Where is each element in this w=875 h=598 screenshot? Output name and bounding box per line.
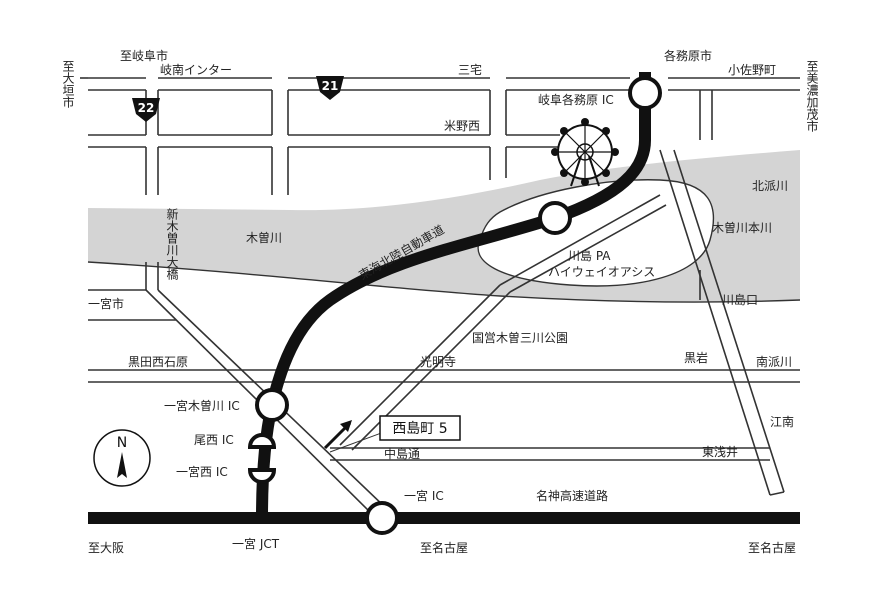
label-nakajima-dori: 中島通 (384, 446, 420, 461)
label-kawashima-pa-2: ハイウェイオアシス (548, 265, 655, 279)
label-kakamigahara-city: 各務原市 (664, 48, 712, 63)
label-bisai-ic: 尾西 IC (194, 433, 234, 447)
ferris-wheel-icon (551, 118, 619, 187)
label-ichinomiya-ic: 一宮 IC (404, 488, 444, 503)
label-kawashima-pa-1: 川島 PA (568, 248, 611, 263)
river-bank (87, 261, 801, 303)
label-ichinomiya-kisogawa-ic: 一宮木曽川 IC (164, 398, 240, 413)
label-to-gifu-city: 至岐阜市 (120, 48, 168, 63)
label-gifu-kakamigahara-ic: 岐阜各務原 IC (538, 92, 614, 107)
label-minamihagawa: 南派川 (756, 354, 792, 369)
label-ichinomiya-nishi-ic: 一宮西 IC (176, 464, 228, 479)
tokai-hokuriku-expressway (256, 72, 651, 519)
ichinomiya-kisogawa-ic-marker (255, 388, 289, 422)
label-kisogawa: 木曽川 (246, 230, 282, 245)
label-komyoji: 光明寺 (420, 355, 456, 369)
label-gifu-minami-inter: 岐南インター (160, 62, 232, 77)
ic-markers (247, 76, 662, 535)
label-kisogawa-hongawa: 木曽川本川 (712, 220, 772, 235)
label-shin-kisogawa-bridge: 新木曽川大橋 (165, 207, 179, 281)
route-shield-icon: 21 (316, 76, 344, 100)
kawashima-pa-marker (538, 201, 572, 235)
label-to-osaka: 至大阪 (88, 541, 124, 555)
label-kokuei-park: 国営木曽三川公園 (472, 330, 568, 345)
label-to-minokamo-city: 至美濃加茂市 (805, 60, 819, 132)
destination-label: 西島町 5 (392, 421, 447, 437)
label-yonenonishi: 米野西 (444, 119, 480, 133)
local-roads (80, 77, 800, 195)
label-kurodanishiishihara: 黒田西石原 (128, 355, 188, 369)
label-meishin-exp: 名神高速道路 (536, 488, 608, 503)
label-sanyake: 三宅 (458, 62, 482, 77)
label-ichinomiya-city: 一宮市 (88, 296, 124, 311)
label-higashiasai: 東浅井 (702, 445, 738, 459)
destination-box (379, 415, 461, 441)
label-kuroiwa: 黒岩 (684, 350, 708, 365)
gifu-kakamigahara-ic-marker (628, 76, 662, 110)
north-arrow-icon: N (93, 429, 151, 487)
label-kawashima-guchi: 川島口 (722, 292, 758, 307)
vertical-labels: 至大垣市 至美濃加茂市 新木曽川大橋 (61, 60, 819, 281)
destination-arrow-icon (323, 420, 385, 453)
route-22-number: 22 (138, 101, 155, 115)
label-to-ogaki-city: 至大垣市 (61, 60, 75, 108)
bisai-ic-marker (247, 433, 277, 449)
south-roads (88, 149, 800, 519)
svg-text:N: N (117, 435, 127, 451)
ichinomiya-ic-marker (365, 501, 399, 535)
label-to-nagoya-2: 至名古屋 (748, 540, 796, 555)
label-kosano-town: 小佐野町 (728, 63, 776, 77)
label-kitahagawa: 北派川 (752, 179, 788, 193)
ichinomiya-nishi-ic-marker (247, 468, 277, 484)
route-21-number: 21 (322, 79, 339, 93)
label-ichinomiya-jct: 一宮 JCT (232, 536, 280, 551)
label-konan: 江南 (770, 414, 794, 429)
label-to-nagoya-1: 至名古屋 (420, 540, 468, 555)
route-shield-icon: 22 (132, 98, 160, 122)
